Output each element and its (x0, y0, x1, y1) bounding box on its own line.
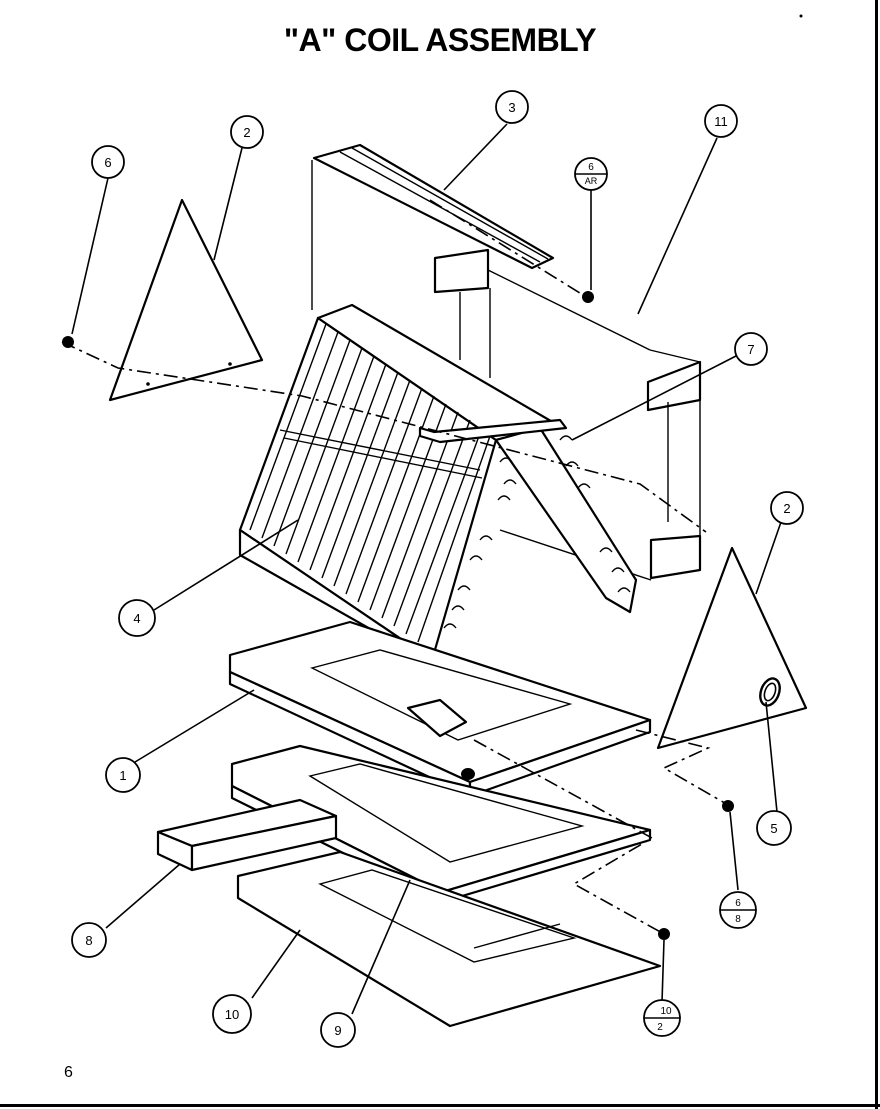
fraction-callout-6-ar: 6 AR (574, 157, 608, 191)
back-panel-part (311, 160, 702, 581)
right-side-panel-part (656, 546, 808, 750)
grommet-part (759, 677, 781, 707)
fraction-6-ar-top: 6 (588, 162, 594, 173)
alignment-lines (61, 199, 731, 935)
fraction-6-8-top: 6 (735, 898, 741, 909)
fraction-6-8-bottom: 8 (735, 914, 741, 925)
callout-8-label: 8 (85, 933, 92, 948)
page-border-right (875, 0, 878, 1109)
leader-lines (71, 123, 782, 1015)
callout-10: 10 (212, 994, 252, 1034)
callout-3-label: 3 (508, 100, 515, 115)
callout-9: 9 (320, 1012, 356, 1048)
callout-1: 1 (105, 757, 141, 793)
callout-11: 11 (704, 104, 738, 138)
diagram-title: "A" COIL ASSEMBLY (283, 22, 597, 58)
coil-assembly-part (238, 303, 638, 666)
callout-1-label: 1 (119, 768, 126, 783)
callout-7-label: 7 (747, 342, 754, 357)
screw-part (62, 291, 734, 940)
fraction-callout-6-8: 6 8 (719, 891, 757, 929)
callout-10-label: 10 (225, 1007, 239, 1022)
callout-7: 7 (734, 332, 768, 366)
callout-11-label: 11 (714, 114, 728, 129)
callout-4: 4 (118, 599, 156, 637)
callout-5-label: 5 (770, 821, 777, 836)
page-border-bottom (0, 1104, 880, 1107)
callout-2-right-label: 2 (783, 501, 790, 516)
fraction-callout-10-2: 10 2 (643, 999, 681, 1037)
callout-3: 3 (495, 90, 529, 124)
callout-4-label: 4 (133, 611, 140, 626)
callout-6-label: 6 (104, 155, 111, 170)
callout-9-label: 9 (334, 1023, 341, 1038)
callout-2-right: 2 (770, 491, 804, 525)
speck-mark (799, 14, 803, 18)
callout-5: 5 (756, 810, 792, 846)
left-side-panel-part (108, 198, 264, 402)
base-plate-part (236, 850, 662, 1028)
callout-8: 8 (71, 922, 107, 958)
callout-6: 6 (91, 145, 125, 179)
block-part (156, 798, 338, 872)
callout-2-left: 2 (230, 115, 264, 149)
callout-2-left-label: 2 (243, 125, 250, 140)
top-cap-part (312, 143, 555, 270)
drain-pan-part (228, 620, 652, 798)
fraction-6-ar-bottom: AR (585, 176, 598, 186)
page-number: 6 (64, 1064, 73, 1081)
fraction-10-2-bottom: 2 (657, 1022, 663, 1033)
fraction-10-2-top: 10 (660, 1006, 672, 1017)
